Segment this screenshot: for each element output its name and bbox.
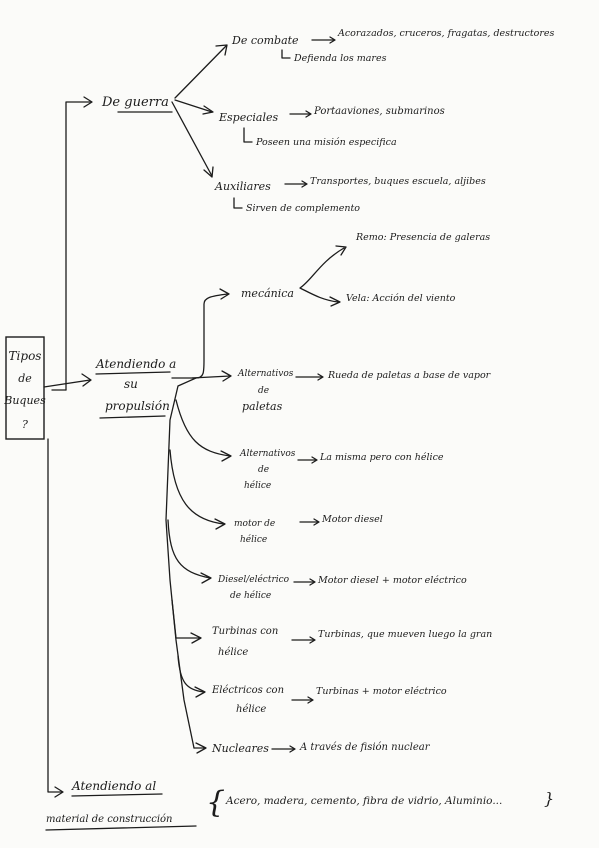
- mecanica-label: mecánica: [241, 287, 294, 300]
- propulsion-underline-1: [95, 371, 171, 375]
- combate-note-hook: [281, 49, 291, 59]
- propulsion-hub: [171, 293, 229, 379]
- trunk-line: [65, 101, 91, 391]
- arrow-nucleares: [195, 742, 207, 754]
- motor-line-1: motor de: [234, 519, 275, 529]
- guerra-to-auxiliares: [171, 101, 213, 177]
- turbinas-line-2: hélice: [218, 647, 248, 658]
- material-line-1: Atendiendo al: [71, 779, 156, 793]
- paletas-arrow: [295, 373, 324, 381]
- electricos-arrow: [291, 696, 314, 704]
- hub-to-paletas: [191, 375, 231, 379]
- motor-arrow: [299, 518, 320, 526]
- especiales-label: Especiales: [218, 111, 278, 124]
- hub-to-electricos: [177, 655, 205, 693]
- arrow-alt-helice: [220, 450, 232, 462]
- propulsion-line-2: su: [124, 377, 138, 391]
- material-underline-2: [45, 825, 197, 831]
- combate-detail: Acorazados, cruceros, fragatas, destruct…: [337, 28, 555, 39]
- hub-down: [165, 377, 197, 749]
- arrow-propulsion: [81, 373, 92, 387]
- nucleares-arrow: [271, 745, 296, 753]
- branch-guerra-label: De guerra: [101, 95, 169, 110]
- root-line-4: ?: [22, 418, 28, 431]
- mecanica-item-remo: Remo: Presencia de galeras: [355, 232, 490, 243]
- material-detail: Acero, madera, cemento, fibra de vidrio,…: [225, 795, 502, 807]
- auxiliares-note: Sirven de complemento: [246, 203, 360, 214]
- material-line-2: material de construcción: [46, 814, 173, 825]
- turbinas-arrow: [291, 636, 316, 644]
- auxiliares-arrow: [284, 180, 308, 188]
- turbinas-line-1: Turbinas con: [212, 626, 278, 637]
- hub-to-turbinas: [171, 599, 201, 639]
- arrow-paletas: [221, 370, 232, 382]
- alt-helice-arrow: [297, 456, 318, 464]
- turbinas-detail: Turbinas, que mueven luego la gran: [318, 629, 492, 640]
- arrow-combate: [215, 44, 228, 56]
- guerra-to-combate: [174, 45, 227, 99]
- diesel-arrow: [293, 578, 316, 586]
- propulsion-line-1: Atendiendo a: [95, 357, 176, 371]
- diesel-line-2: de hélice: [230, 590, 271, 601]
- especiales-arrow: [289, 110, 312, 118]
- auxiliares-detail: Transportes, buques escuela, aljibes: [310, 176, 486, 187]
- arrow-guerra: [83, 96, 93, 108]
- alt-helice-line-1: Alternativos: [239, 449, 296, 459]
- combate-label: De combate: [231, 34, 299, 47]
- hub-to-alt-helice: [175, 399, 231, 457]
- arrow-remo: [335, 245, 347, 256]
- material-brace-close: }: [544, 789, 554, 808]
- alt-helice-line-3: hélice: [244, 480, 271, 491]
- guerra-to-especiales: [174, 99, 213, 113]
- propulsion-line-3: propulsión: [105, 399, 170, 413]
- arrow-electricos: [194, 686, 206, 698]
- paletas-line-2: de: [258, 386, 269, 396]
- arrow-diesel: [200, 572, 212, 584]
- arrow-turbinas: [190, 632, 202, 644]
- hub-to-diesel: [167, 519, 211, 579]
- trunk-down-line: [43, 379, 91, 391]
- diesel-line-1: Diesel/eléctrico: [217, 574, 290, 585]
- electricos-line-2: hélice: [236, 704, 266, 715]
- especiales-note-hook: [243, 127, 253, 143]
- mecanica-item-vela: Vela: Acción del viento: [346, 293, 456, 304]
- electricos-detail: Turbinas + motor eléctrico: [316, 686, 447, 697]
- hub-to-motor: [169, 449, 225, 525]
- alt-helice-line-2: de: [258, 465, 269, 475]
- especiales-detail: Portaaviones, submarinos: [313, 106, 445, 117]
- arrow-material: [54, 786, 64, 798]
- motor-line-2: hélice: [240, 534, 267, 545]
- auxiliares-note-hook: [233, 197, 243, 209]
- paletas-line-3: paletas: [242, 400, 283, 413]
- combate-arrow: [311, 36, 336, 44]
- electricos-line-1: Eléctricos con: [211, 685, 284, 696]
- auxiliares-label: Auxiliares: [214, 180, 271, 193]
- propulsion-underline-3: [99, 415, 166, 419]
- alt-helice-detail: La misma pero con hélice: [319, 452, 444, 463]
- root-box: [5, 336, 45, 440]
- material-underline-1: [71, 793, 163, 797]
- root-line-2: de: [18, 372, 32, 385]
- arrow-motor: [214, 518, 226, 530]
- arrow-vela: [329, 296, 341, 307]
- arrow-mecanica: [219, 288, 230, 300]
- nucleares-label: Nucleares: [211, 742, 269, 755]
- combate-note: Defienda los mares: [293, 53, 387, 64]
- mecanica-split: [299, 247, 345, 303]
- motor-detail: Motor diesel: [321, 514, 383, 525]
- root-line-3: Buques: [3, 394, 46, 407]
- root-line-1: Tipos: [9, 349, 42, 363]
- arrow-auxiliares: [203, 166, 214, 178]
- paletas-detail: Rueda de paletas a base de vapor: [327, 370, 492, 381]
- especiales-note: Poseen una misión especifica: [255, 137, 397, 148]
- material-brace: {: [206, 785, 225, 820]
- paletas-line-1: Alternativos: [237, 369, 294, 379]
- diesel-detail: Motor diesel + motor eléctrico: [317, 575, 467, 586]
- nucleares-detail: A través de fisión nuclear: [299, 742, 431, 753]
- arrow-especiales: [202, 105, 214, 115]
- trunk-to-material: [47, 438, 63, 793]
